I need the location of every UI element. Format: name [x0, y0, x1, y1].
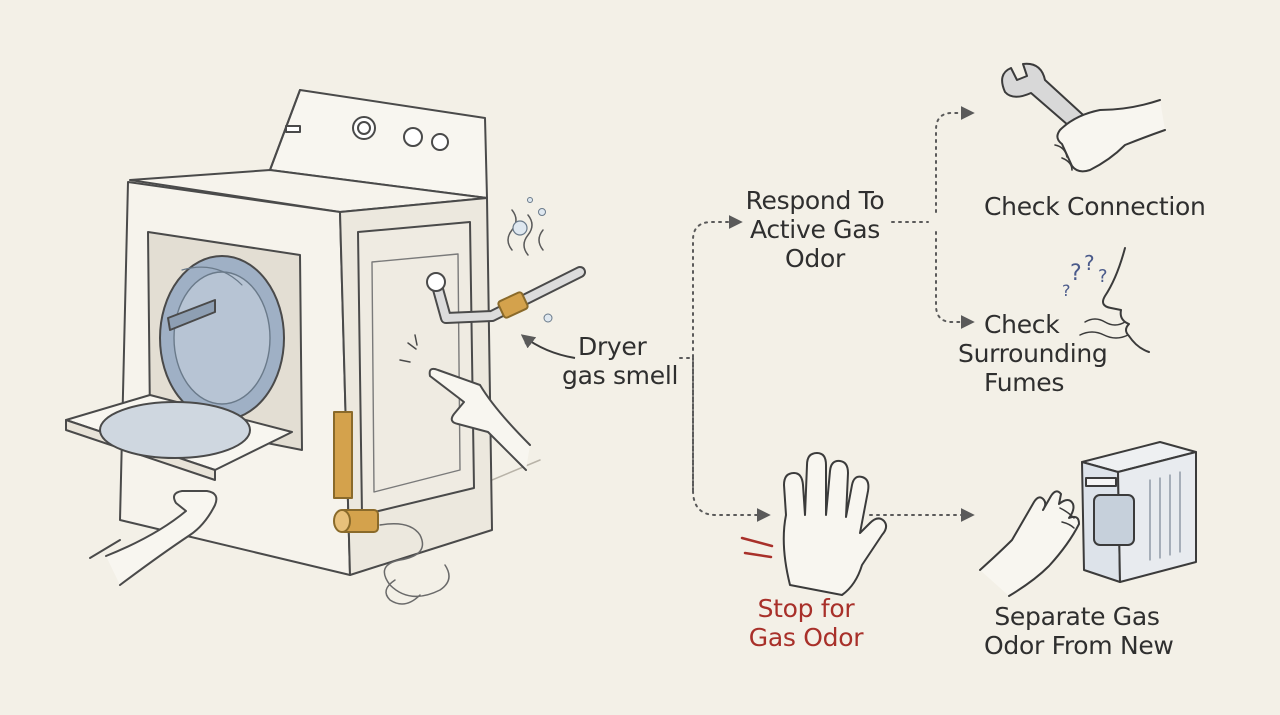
svg-text:?: ?: [1062, 281, 1071, 300]
flow-connectors: [679, 106, 975, 522]
label-line: Check: [984, 310, 1060, 339]
svg-text:?: ?: [1070, 261, 1082, 286]
sniff-nose-icon: ? ? ? ?: [1062, 247, 1150, 353]
hand-at-dryer-icon: [979, 441, 1197, 597]
svg-text:?: ?: [1098, 266, 1108, 287]
label-line: Active Gas: [750, 215, 880, 244]
label-line: Odor: [785, 244, 845, 273]
label-dryer-gas-smell: Dryer gas smell: [562, 332, 678, 390]
pointer-arrow: [520, 334, 576, 359]
label-check-surrounding-fumes: Check Surrounding Fumes: [958, 310, 1108, 397]
label-line: Check Connection: [984, 192, 1206, 221]
label-stop-for-gas-odor: Stop for Gas Odor: [740, 594, 872, 652]
label-line: gas smell: [562, 361, 679, 390]
label-check-connection: Check Connection: [984, 192, 1206, 221]
wrench-hand-icon: [1001, 62, 1166, 173]
label-line: Stop for: [757, 594, 855, 623]
label-respond-active-gas-odor: Respond To Active Gas Odor: [740, 186, 890, 273]
label-line: Gas Odor: [748, 623, 864, 652]
label-line: Fumes: [984, 368, 1065, 397]
label-line: Respond To: [745, 186, 885, 215]
stop-hand-icon: [740, 452, 888, 596]
label-line: Separate Gas: [994, 602, 1160, 631]
dryer-illustration: [65, 89, 586, 605]
label-line: Odor From New: [984, 631, 1174, 660]
label-line: Surrounding: [958, 339, 1108, 368]
label-separate-gas-odor: Separate Gas Odor From New: [984, 602, 1174, 660]
label-line: Dryer: [578, 332, 647, 361]
svg-text:?: ?: [1084, 251, 1095, 275]
